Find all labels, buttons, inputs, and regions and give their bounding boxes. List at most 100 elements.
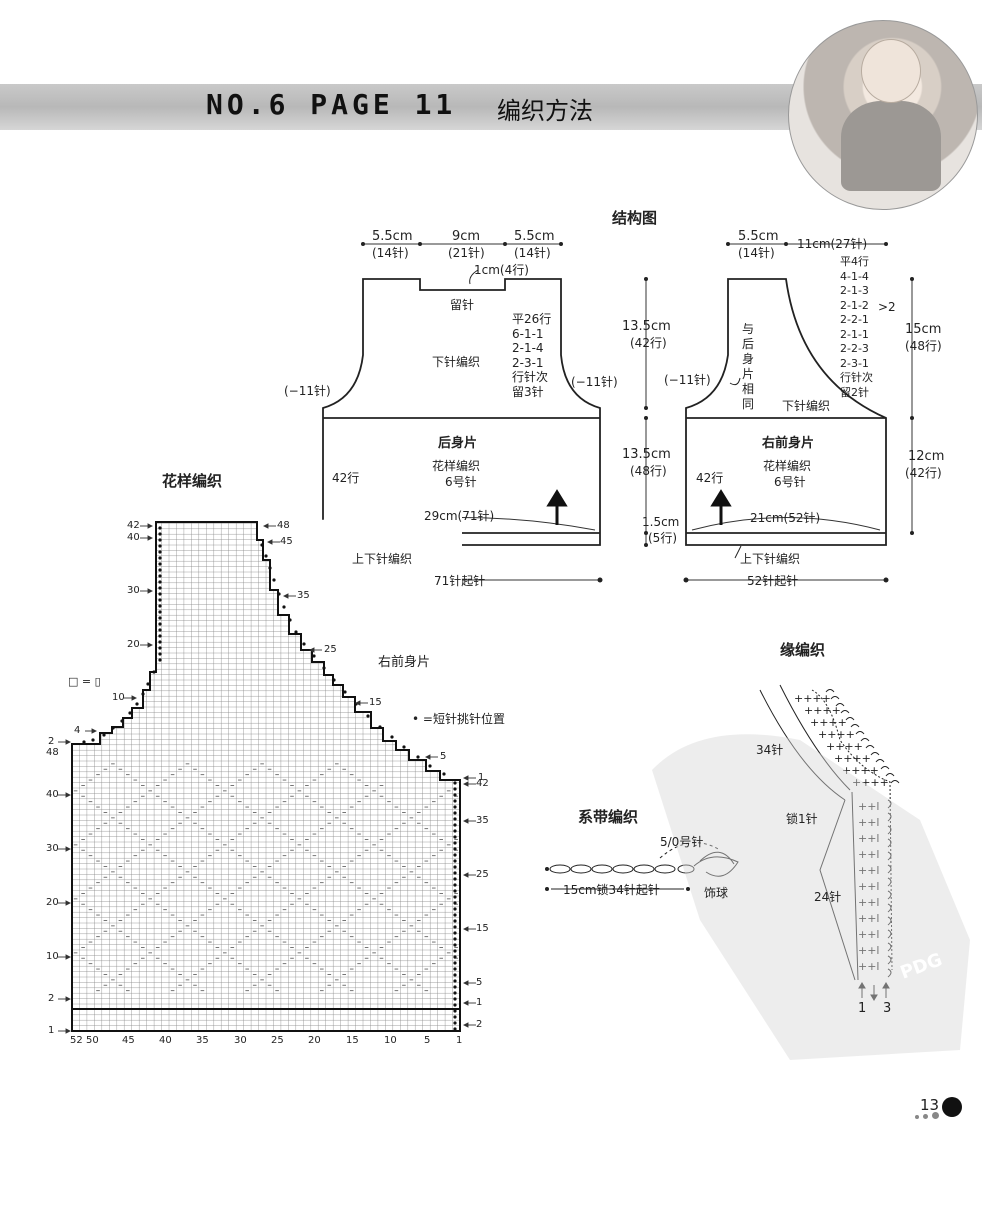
stitch-mark [349,936,354,938]
stitch-mark [305,957,309,959]
row-label: 2 [48,993,55,1004]
side-lower-cm: 13.5cm [622,447,671,462]
stitch-mark [417,822,421,824]
pickup-dot [453,925,457,929]
back-right-dec: (−11针) [571,375,618,389]
stitch-mark [245,774,249,776]
stitch-mark [103,876,108,878]
front-right-lower-cm: 12cm [908,449,945,464]
pickup-dot [322,666,326,670]
stitch-mark [305,839,309,840]
pickup-dot [453,937,457,941]
stitch-mark [238,963,242,965]
stitch-mark [193,876,197,878]
stitch-mark [320,968,324,970]
stitch-mark [454,849,458,851]
pickup-dot [264,554,268,558]
stitch-mark [96,806,100,808]
stitch-mark [223,898,227,900]
pickup-dot [378,725,382,729]
row-label: 5 [440,751,447,762]
stitch-mark [402,822,406,824]
stitch-mark [170,990,175,992]
stitch-mark [245,882,249,884]
edge-stitch: ++l [858,896,880,909]
stitch-mark [170,914,175,916]
pickup-dot [158,592,162,596]
pickup-dot [268,566,272,570]
stitch-mark [290,849,294,851]
pickup-dot [428,764,432,768]
row-label: 1 [48,1025,55,1036]
stitch-mark [96,882,100,884]
stitch-mark [141,785,145,786]
stitch-mark [178,876,182,878]
stitch-mark [312,963,317,965]
stitch-mark [170,936,175,938]
stitch-mark [432,801,436,803]
pickup-dot [158,574,162,578]
stitch-mark [208,855,212,857]
col-label: 35 [196,1035,209,1046]
back-armhole-note: 平26行 6-1-1 2-1-4 2-3-1 行针次 留3针 [512,312,552,399]
stitch-mark [297,952,302,954]
back-top-left-cm: 5.5cm [372,229,413,244]
stitch-mark [327,974,332,975]
stitch-mark [320,860,324,862]
stitch-mark [424,806,429,808]
stitch-mark [342,876,346,878]
stitch-mark [155,839,160,840]
stitch-mark [349,806,354,808]
edge-stitch: ++l [858,960,880,973]
edge-stitch: ++++ [794,692,831,705]
stitch-mark [215,903,220,905]
stitch-mark [357,779,361,781]
page-dot-small [932,1112,939,1119]
stitch-mark [282,833,287,835]
stitch-mark [208,833,212,835]
stitch-mark [275,828,279,830]
pickup-dot [343,690,347,694]
edge-stitch: ++++ [826,740,863,753]
stitch-mark [215,849,220,851]
col-label: 50 [86,1035,99,1046]
stitch-mark [118,920,123,921]
stitch-mark [163,855,167,857]
stitch-mark [88,887,93,889]
stitch-mark [208,779,212,781]
stitch-mark [379,795,384,797]
stitch-mark [200,806,205,808]
stitch-mark [312,887,317,889]
stitch-mark [282,963,287,965]
row-label: 15 [476,923,489,934]
stitch-mark [238,833,242,835]
stitch-mark [424,882,429,884]
pickup-dot [390,735,394,739]
stitch-mark [439,795,443,797]
stitch-mark [208,909,212,911]
stitch-mark [364,947,369,948]
back-width: 29cm(71针) [424,509,495,523]
stitch-mark [133,941,138,943]
edge-stitch: ++l [858,928,880,941]
stitch-mark [88,801,93,803]
edge-stitch: ++++ [810,716,847,729]
stitch-mark [267,930,272,932]
stitch-mark [394,914,399,916]
stitch-mark [193,984,197,986]
stitch-mark [133,909,138,911]
stitch-mark [327,876,332,878]
baby-face [861,39,921,103]
pickup-dot [453,889,457,893]
stitch-mark [267,984,272,986]
stitch-mark [357,963,361,965]
pickup-dot [453,901,457,905]
stitch-mark [439,947,443,948]
pickup-dot [158,646,162,650]
stitch-mark [103,920,108,921]
front-top-left-st: (14针) [738,246,775,260]
stitch-mark [297,790,302,792]
pickup-dot [453,859,457,863]
stitch-mark [223,844,227,846]
stitch-mark [305,903,309,905]
